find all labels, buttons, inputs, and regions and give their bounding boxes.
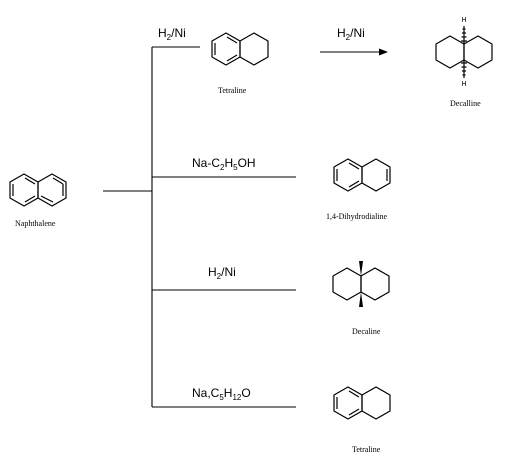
decaline-structure — [332, 261, 390, 307]
naphthalene-structure — [9, 173, 67, 207]
reagent-h2-ni-arrow: H2/Ni — [337, 26, 365, 42]
decalline-structure — [435, 26, 493, 78]
decalline-atom-h-bottom: H — [462, 81, 467, 88]
dihydro-label: 1,4-Dihydrodialine — [326, 212, 388, 221]
reagent-h2-ni-1: H2/Ni — [158, 26, 186, 42]
tetraline-label-bottom: Tetraline — [352, 445, 381, 454]
naphthalene-label: Naphthalene — [15, 219, 56, 228]
reagent-na-ethanol: Na-C2H5OH — [192, 156, 256, 172]
reagent-na-pentanol: Na,C5H12O — [192, 386, 251, 402]
reagent-h2-ni-3: H2/Ni — [208, 265, 236, 281]
tetraline-structure-bottom — [333, 386, 391, 420]
reaction-arrow — [320, 48, 388, 56]
tetraline-label-top: Tetraline — [218, 86, 247, 95]
decalline-label: Decalline — [450, 99, 481, 108]
tetraline-structure-top — [211, 32, 269, 66]
decaline-label: Decaline — [352, 327, 381, 336]
decalline-atom-h-top: H — [462, 17, 467, 24]
dihydronaphthalene-structure — [333, 158, 391, 192]
